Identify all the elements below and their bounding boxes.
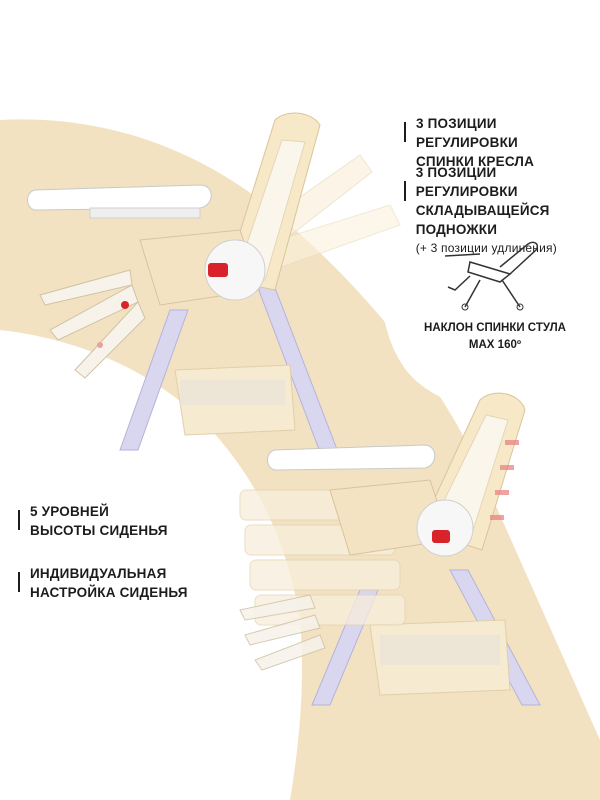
- footrest-pin: [121, 301, 129, 309]
- feature-seat-height: 5 УРОВНЕЙ ВЫСОТЫ СИДЕНЬЯ: [18, 502, 168, 540]
- feature-line: 3 ПОЗИЦИИ РЕГУЛИРОВКИ: [415, 165, 518, 199]
- feature-line: СПИНКИ КРЕСЛА: [415, 154, 535, 169]
- feature-line: НАСТРОЙКА СИДЕНЬЯ: [30, 585, 188, 600]
- feature-line: ИНДИВИДУАЛЬНАЯ: [30, 566, 167, 581]
- feature-line: 3 ПОЗИЦИИ РЕГУЛИРОВКИ: [415, 116, 518, 150]
- basket-mesh: [380, 635, 500, 665]
- basket-mesh: [180, 380, 285, 405]
- recline-caption: НАКЛОН СПИНКИ СТУЛА MAX 160º: [410, 320, 580, 354]
- chair-tray: [267, 444, 436, 471]
- red-stripe-ghosts: [490, 440, 519, 520]
- footrest-positions: [39, 269, 146, 379]
- bullet-bar: [18, 572, 20, 592]
- bullet-bar: [404, 181, 406, 201]
- chair-front-leg: [119, 309, 189, 451]
- feature-footrest-adjust: 3 ПОЗИЦИИ РЕГУЛИРОВКИ СКЛАДЫВАЩЕЙСЯ ПОДН…: [404, 163, 600, 258]
- feature-note: (+ 3 позиции удлинения): [415, 241, 557, 255]
- highchair-recline-illustration: [27, 112, 401, 453]
- height-hub: [416, 499, 474, 557]
- height-button: [432, 530, 450, 543]
- caption-line: MAX 160º: [468, 339, 522, 351]
- caption-line: НАКЛОН СПИНКИ СТУЛА: [424, 322, 566, 334]
- feature-seat-custom: ИНДИВИДУАЛЬНАЯ НАСТРОЙКА СИДЕНЬЯ: [18, 564, 188, 602]
- highchair-height-illustration: [239, 392, 541, 706]
- tray-arm: [89, 207, 201, 219]
- feature-line: 5 УРОВНЕЙ: [30, 504, 109, 519]
- bullet-bar: [404, 122, 406, 142]
- chair-outline-icon: [444, 241, 539, 311]
- footrest-pin: [97, 342, 103, 348]
- feature-line: СКЛАДЫВАЩЕЙСЯ ПОДНОЖКИ: [415, 203, 550, 237]
- recline-button: [208, 263, 228, 277]
- recline-hub: [204, 239, 266, 301]
- feature-line: ВЫСОТЫ СИДЕНЬЯ: [30, 523, 168, 538]
- footrest-ghosts: [239, 594, 326, 671]
- bullet-bar: [18, 510, 20, 530]
- chair-tray: [27, 184, 212, 211]
- feature-backrest-adjust: 3 ПОЗИЦИИ РЕГУЛИРОВКИ СПИНКИ КРЕСЛА: [404, 114, 600, 171]
